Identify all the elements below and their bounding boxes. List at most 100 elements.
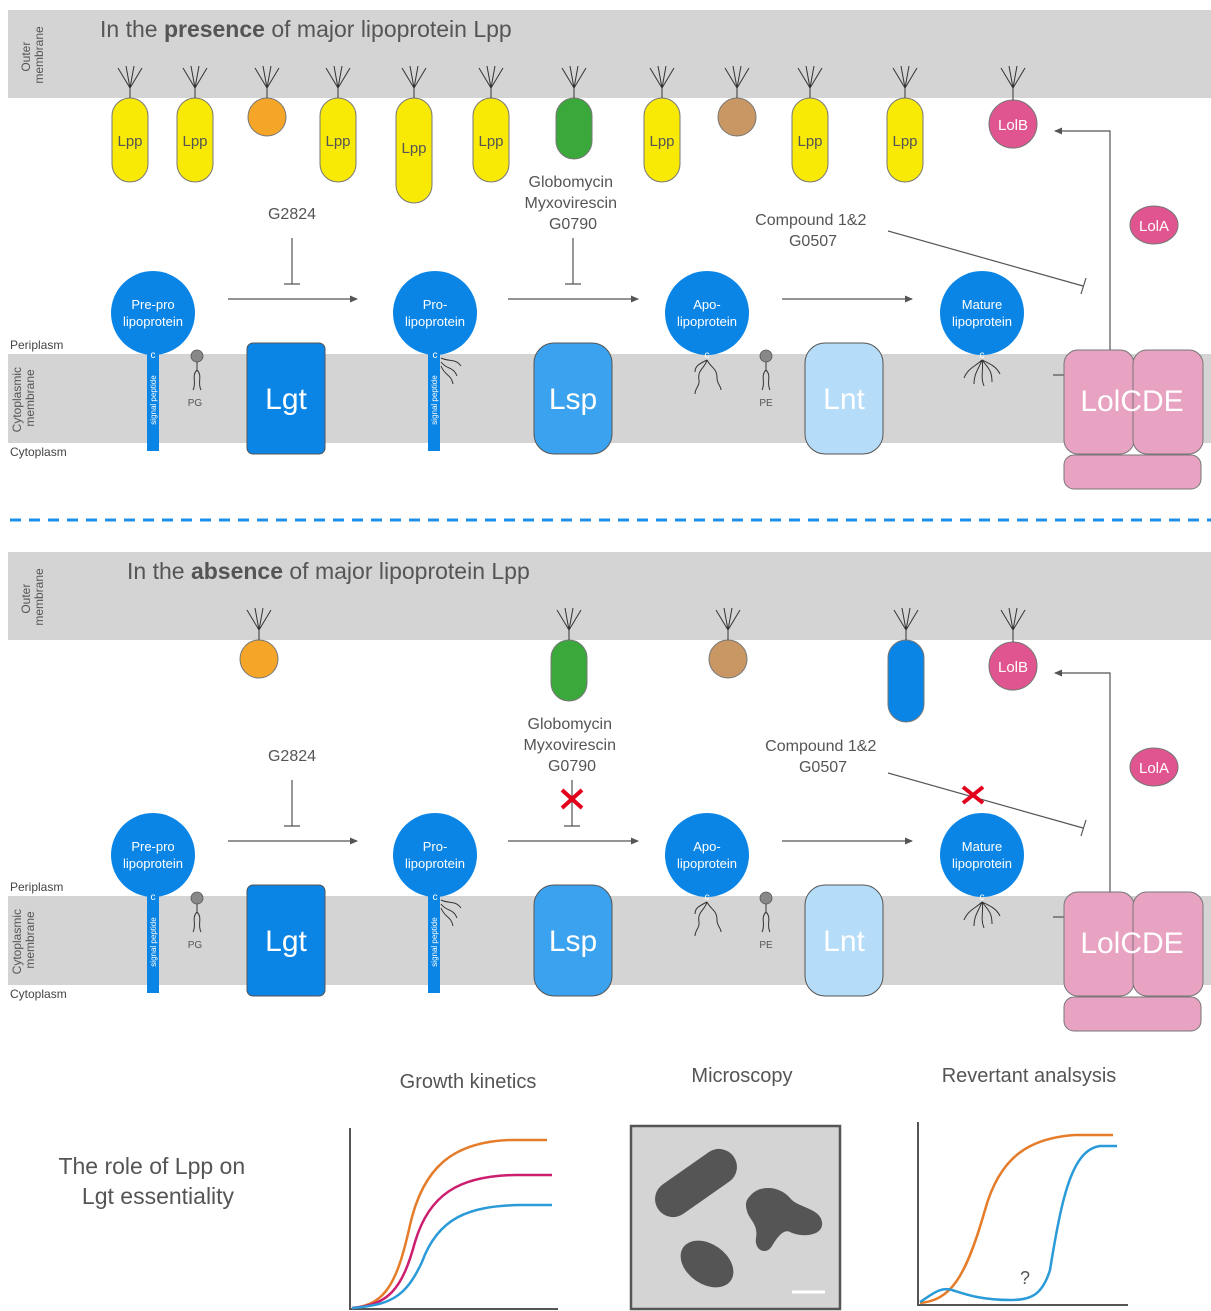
lolb-protein: LolB (988, 607, 1038, 691)
lpp-lipoprotein: Lpp (111, 65, 149, 183)
lol-transport-arrow (1053, 669, 1111, 918)
outer-membrane-label: Outer membrane (19, 26, 46, 84)
inhibition-bar (565, 238, 581, 285)
blue-lipoprotein (887, 607, 925, 723)
svg-text:signal peptide: signal peptide (149, 917, 158, 967)
panel-title: In the presence of major lipoprotein Lpp (100, 16, 512, 42)
svg-text:lipoprotein: lipoprotein (952, 856, 1012, 871)
plot-axes (349, 1128, 558, 1310)
svg-text:Mature: Mature (962, 297, 1002, 312)
cytoplasmic-membrane-label: Cytoplasmic membrane (10, 906, 37, 975)
svg-text:Lgt: Lgt (265, 925, 307, 958)
svg-text:LolB: LolB (998, 117, 1028, 134)
svg-text:c: c (980, 892, 985, 903)
lolcde-complex: LolCDE (1063, 349, 1204, 490)
svg-text:Lpp: Lpp (182, 133, 207, 150)
svg-text:signal peptide: signal peptide (430, 375, 439, 425)
microscopy-title: Microscopy (691, 1065, 792, 1087)
lnt-enzyme: Lnt (804, 342, 884, 455)
growth-curve-blue (351, 1203, 552, 1310)
svg-text:c: c (705, 892, 710, 903)
tan-lipoprotein (717, 65, 757, 137)
growth-curve-magenta (351, 1173, 552, 1310)
revertant-curve-blue (919, 1144, 1117, 1304)
svg-text:Pro-: Pro- (423, 839, 448, 854)
growth-kinetics-plot (349, 1128, 558, 1310)
svg-text:Lsp: Lsp (549, 925, 597, 958)
svg-text:lipoprotein: lipoprotein (677, 314, 737, 329)
svg-text:Pro-: Pro- (423, 297, 448, 312)
inhibition-bar (564, 780, 580, 827)
lnt-enzyme: Lnt (804, 884, 884, 997)
plot-axes (917, 1122, 1128, 1306)
svg-text:Lpp: Lpp (478, 133, 503, 150)
svg-text:Lgt: Lgt (265, 383, 307, 416)
lolb-protein: LolB (988, 65, 1038, 149)
svg-text:LolA: LolA (1139, 760, 1169, 777)
revertant-analysis-title: Revertant analsysis (942, 1065, 1117, 1087)
svg-text:Lnt: Lnt (823, 925, 865, 958)
orange-lipoprotein (239, 607, 279, 679)
svg-text:Pre-pro: Pre-pro (131, 839, 174, 854)
lpp-lipoprotein: Lpp (395, 65, 433, 204)
lpp-lipoprotein: Lpp (319, 65, 357, 183)
rod-cell (655, 1148, 737, 1218)
inhibitor-lsp-list: Globomycin Myxovirescin G0790 (524, 716, 621, 775)
inhibition-line-lolcde (887, 230, 1087, 295)
no-effect-x-mark (560, 788, 584, 810)
lpp-lipoprotein: Lpp (643, 65, 681, 183)
orange-lipoprotein (247, 65, 287, 137)
panel-presence-of-lpp: Outer membrane Cytoplasmic membrane Peri… (8, 10, 1211, 490)
lola-protein: LolA (1129, 747, 1179, 787)
svg-text:LolCDE: LolCDE (1080, 927, 1183, 960)
cytoplasmic-membrane-label: Cytoplasmic membrane (10, 364, 37, 433)
svg-text:Lpp: Lpp (797, 133, 822, 150)
apo-lipoprotein: Apo- lipoprotein c (665, 813, 749, 937)
pe-phospholipid: PE (759, 349, 773, 409)
lgt-enzyme: Lgt (246, 884, 326, 997)
bottom-section: The role of Lpp on Lgt essentiality Grow… (58, 1065, 1128, 1311)
svg-text:signal peptide: signal peptide (430, 917, 439, 967)
svg-text:Mature: Mature (962, 839, 1002, 854)
inhibition-line-lolcde (887, 772, 1087, 837)
svg-text:c: c (705, 350, 710, 361)
cytoplasm-label: Cytoplasm (10, 445, 67, 459)
svg-text:lipoprotein: lipoprotein (123, 314, 183, 329)
growth-curve-orange (351, 1138, 547, 1310)
svg-text:c: c (433, 892, 438, 903)
periplasm-label: Periplasm (10, 338, 63, 352)
svg-text:Apo-: Apo- (693, 297, 720, 312)
svg-text:PG: PG (188, 398, 203, 409)
inhibitor-lol-list: Compound 1&2 G0507 (765, 738, 881, 776)
inhibitor-g2824: G2824 (268, 748, 316, 765)
svg-text:PE: PE (759, 398, 773, 409)
svg-text:c: c (980, 350, 985, 361)
svg-text:Apo-: Apo- (693, 839, 720, 854)
svg-text:Lnt: Lnt (823, 383, 865, 416)
svg-text:c: c (151, 892, 156, 903)
role-of-lpp-text: The role of Lpp on Lgt essentiality (58, 1153, 251, 1209)
inhibitor-lol-list: Compound 1&2 G0507 (755, 212, 871, 250)
growth-kinetics-title: Growth kinetics (400, 1071, 537, 1093)
lol-transport-arrow (1053, 127, 1111, 376)
question-mark: ? (1020, 1268, 1030, 1288)
svg-text:Lpp: Lpp (649, 133, 674, 150)
panel-title: In the absence of major lipoprotein Lpp (127, 558, 530, 584)
lgt-enzyme: Lgt (246, 342, 326, 455)
revertant-plot: ? (917, 1122, 1128, 1306)
pe-phospholipid: PE (759, 891, 773, 951)
periplasm-label: Periplasm (10, 880, 63, 894)
lpp-lipoprotein: Lpp (886, 65, 924, 183)
green-lipoprotein (555, 65, 593, 160)
svg-text:lipoprotein: lipoprotein (952, 314, 1012, 329)
svg-text:lipoprotein: lipoprotein (405, 856, 465, 871)
green-lipoprotein (550, 607, 588, 702)
inhibition-bar (284, 238, 300, 285)
svg-text:LolCDE: LolCDE (1080, 385, 1183, 418)
lpp-lipoprotein: Lpp (176, 65, 214, 183)
inhibitor-lsp-list: Globomycin Myxovirescin G0790 (525, 174, 622, 233)
svg-text:c: c (151, 350, 156, 361)
svg-text:Pre-pro: Pre-pro (131, 297, 174, 312)
